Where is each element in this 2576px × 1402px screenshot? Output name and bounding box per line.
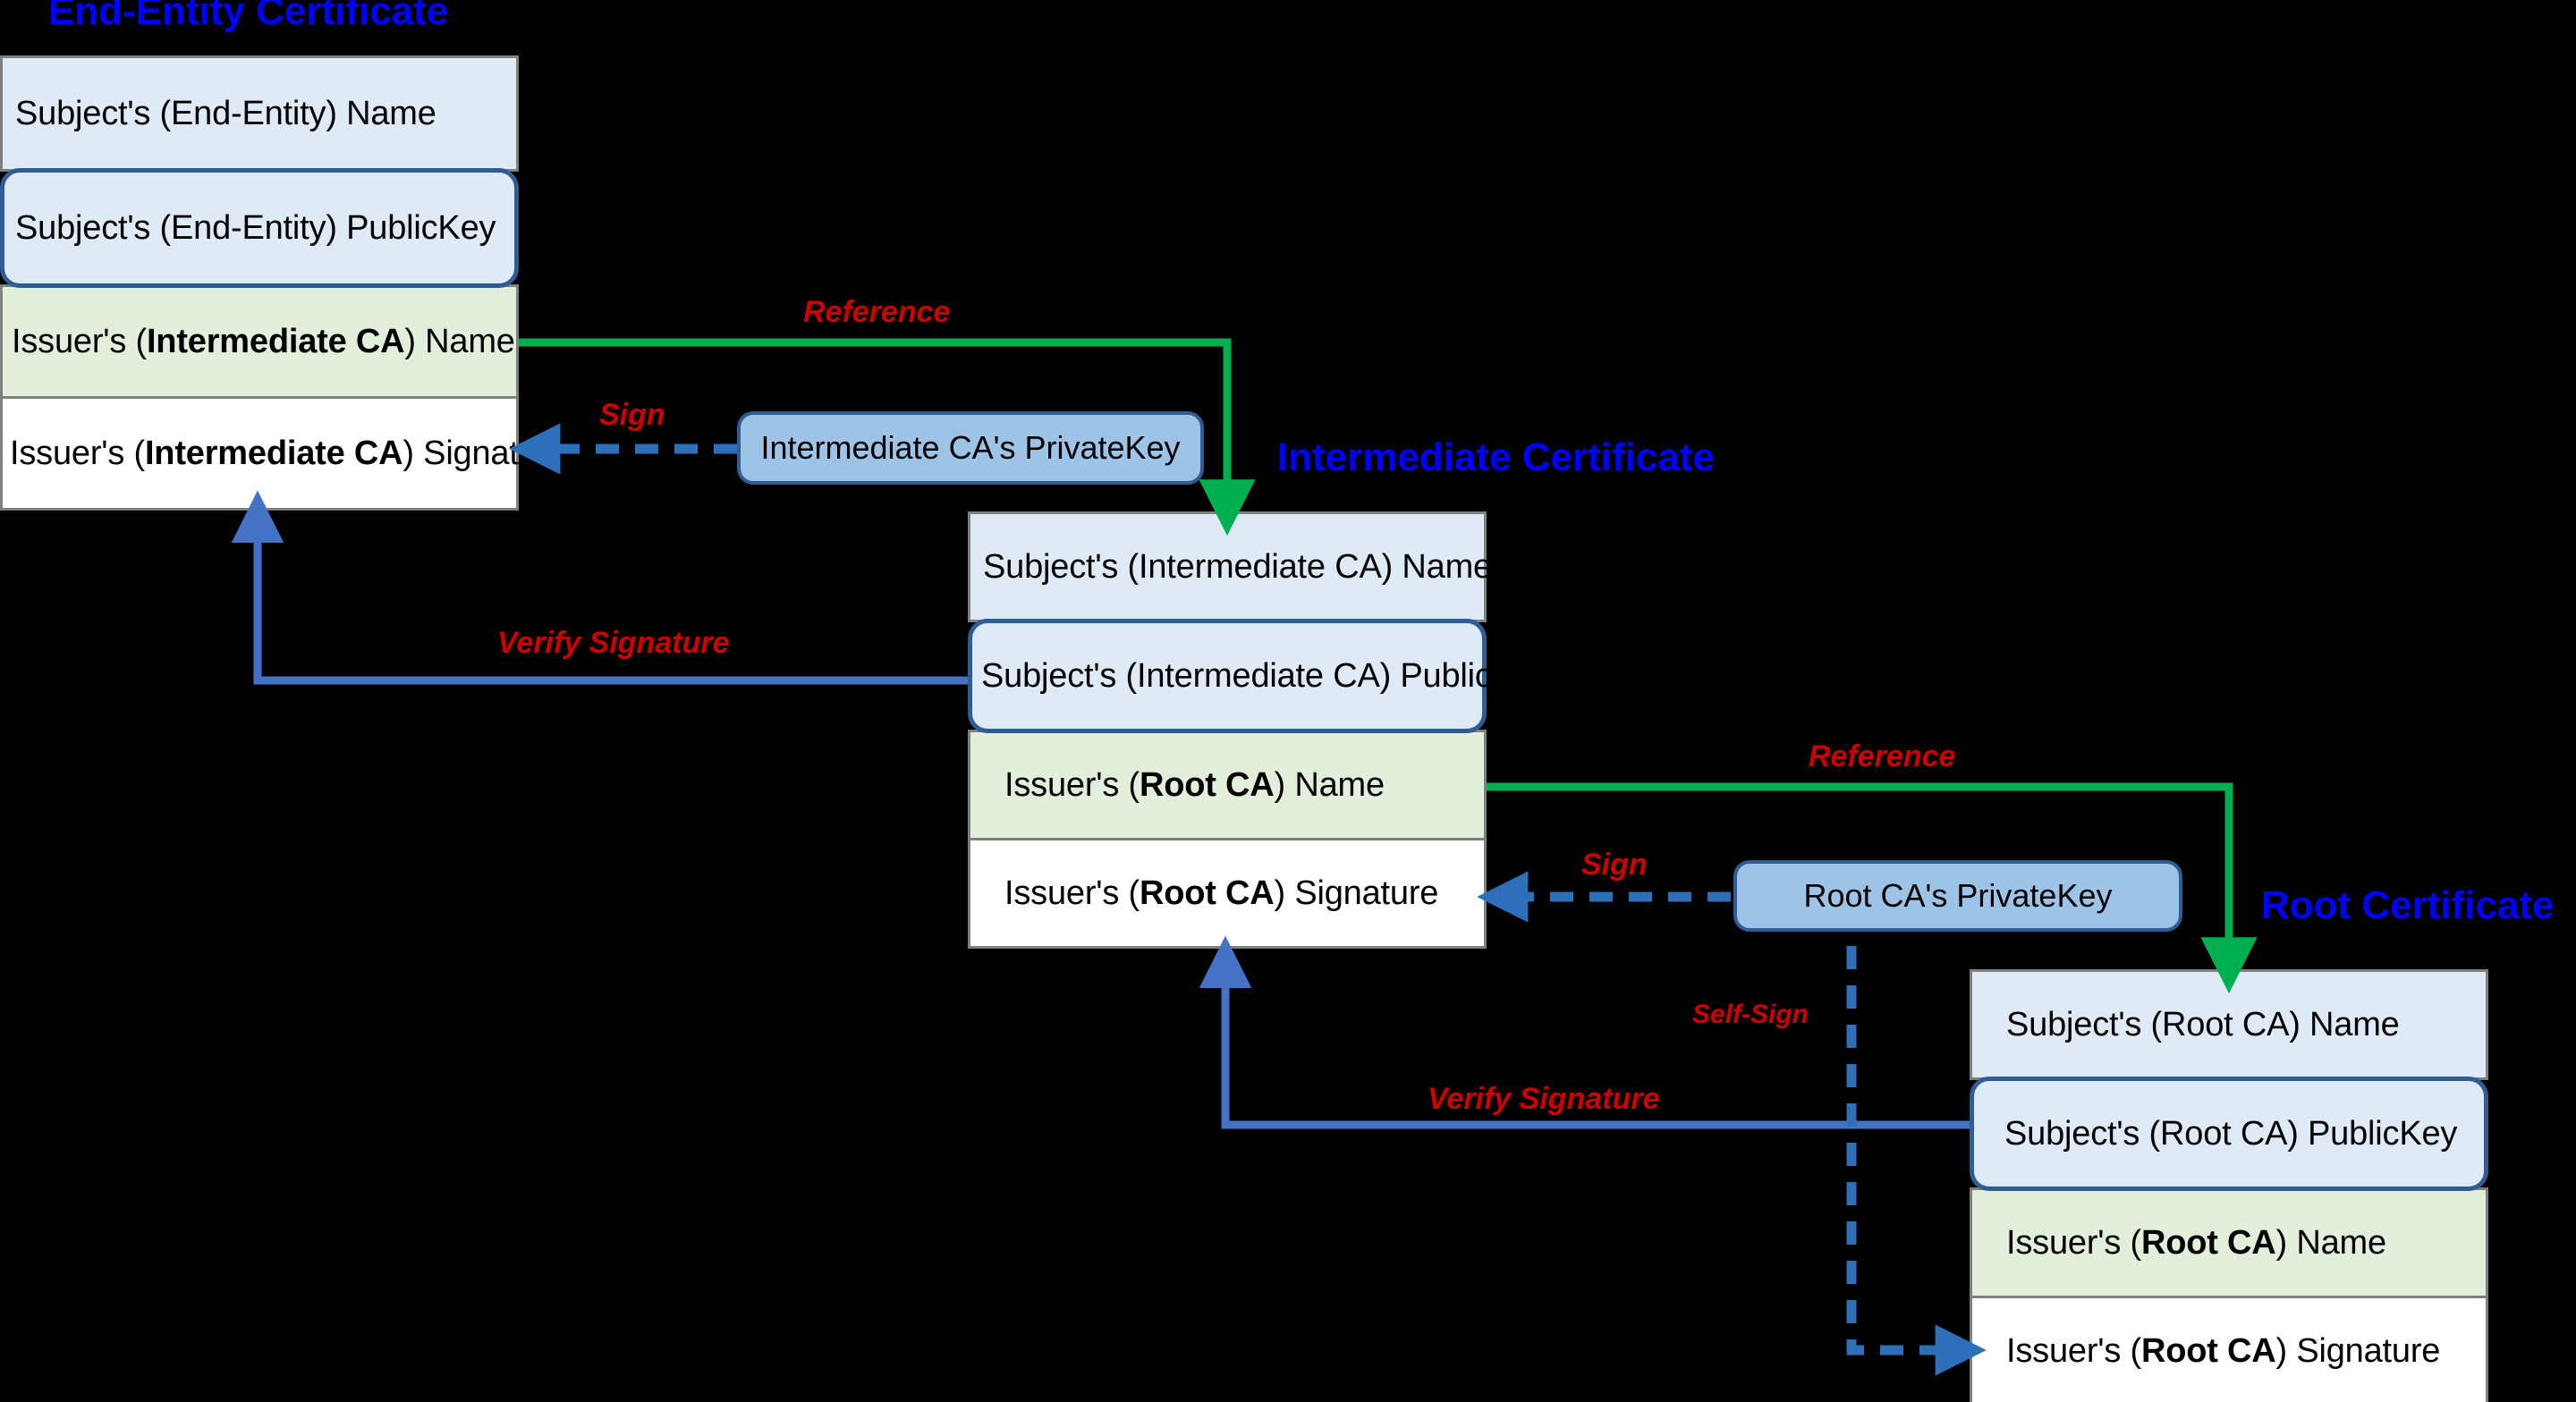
root-certificate: Subject's (Root CA) Name Subject's (Root… [1970, 969, 2488, 1402]
rc-issuer-name-suffix: ) Name [2275, 1223, 2387, 1262]
ee-issuer-name-row: Issuer's (Intermediate CA) Name [0, 284, 519, 399]
end-entity-certificate: Subject's (End-Entity) Name Subject's (E… [0, 55, 567, 519]
ic-issuer-signature-row: Issuer's (Root CA) Signature [968, 838, 1487, 949]
rc-subject-name-text: Subject's (Root CA) Name [2006, 1005, 2400, 1043]
rc-issuer-name-prefix: Issuer's ( [2006, 1223, 2141, 1262]
sign-label-bottom: Sign [1581, 848, 1648, 882]
ic-issuer-name-bold: Root CA [1139, 765, 1275, 804]
rc-issuer-signature-bold: Root CA [2140, 1331, 2276, 1370]
intermediate-certificate: Subject's (Intermediate CA) Name Subject… [968, 511, 1550, 959]
ee-issuer-signature-suffix: ) Signature [402, 434, 568, 472]
ic-subject-publickey-row: Subject's (Intermediate CA) PublicKey [968, 619, 1550, 733]
end-entity-certificate-title: End-Entity Certificate [48, 0, 449, 33]
root-ca-privatekey-box: Root CA's PrivateKey [1733, 860, 2182, 932]
intermediate-certificate-title: Intermediate Certificate [1277, 435, 1716, 479]
rc-issuer-name-row: Issuer's (Root CA) Name [1970, 1187, 2488, 1298]
ee-subject-name-text: Subject's (End-Entity) Name [15, 94, 436, 132]
intermediate-ca-privatekey-label: Intermediate CA's PrivateKey [760, 429, 1181, 466]
rc-subject-name-row: Subject's (Root CA) Name [1970, 969, 2488, 1080]
intermediate-ca-privatekey-box: Intermediate CA's PrivateKey [737, 411, 1204, 485]
self-sign-arrow [1846, 946, 1987, 1376]
ee-issuer-signature-prefix: Issuer's ( [10, 434, 145, 472]
rc-subject-publickey-row: Subject's (Root CA) PublicKey [1970, 1077, 2488, 1191]
ee-issuer-name-prefix: Issuer's ( [12, 322, 147, 360]
ic-subject-publickey-text: Subject's (Intermediate CA) PublicKey [981, 656, 1550, 695]
ee-issuer-name-bold: Intermediate CA [146, 322, 405, 360]
rc-subject-publickey-text: Subject's (Root CA) PublicKey [2004, 1114, 2458, 1153]
ic-issuer-signature-bold: Root CA [1139, 874, 1275, 912]
rc-issuer-signature-row: Issuer's (Root CA) Signature [1970, 1296, 2488, 1402]
ic-subject-name-row: Subject's (Intermediate CA) Name [968, 511, 1492, 622]
verify-signature-label-top: Verify Signature [497, 626, 730, 660]
rc-issuer-signature-suffix: ) Signature [2275, 1331, 2441, 1370]
ic-issuer-name-prefix: Issuer's ( [1004, 765, 1140, 804]
ic-issuer-name-suffix: ) Name [1274, 765, 1385, 804]
sign-label-top: Sign [599, 398, 665, 432]
ee-issuer-signature-row: Issuer's (Intermediate CA) Signature [0, 396, 567, 511]
ic-issuer-signature-prefix: Issuer's ( [1004, 874, 1140, 912]
reference-label-bottom: Reference [1809, 739, 1956, 773]
ee-subject-name-row: Subject's (End-Entity) Name [0, 55, 519, 172]
ee-issuer-signature-bold: Intermediate CA [144, 434, 403, 472]
ee-subject-publickey-text: Subject's (End-Entity) PublicKey [15, 208, 496, 247]
ic-issuer-name-row: Issuer's (Root CA) Name [968, 730, 1487, 840]
ic-subject-name-text: Subject's (Intermediate CA) Name [983, 547, 1492, 586]
root-certificate-title: Root Certificate [2261, 883, 2555, 927]
verify-signature-label-bottom: Verify Signature [1428, 1082, 1660, 1116]
ee-subject-publickey-row: Subject's (End-Entity) PublicKey [0, 168, 519, 288]
rc-issuer-signature-prefix: Issuer's ( [2006, 1331, 2141, 1370]
reference-label-top: Reference [803, 295, 951, 329]
ic-issuer-signature-suffix: ) Signature [1274, 874, 1439, 912]
rc-issuer-name-bold: Root CA [2140, 1223, 2276, 1262]
self-sign-label: Self-Sign [1692, 1000, 1809, 1029]
root-ca-privatekey-label: Root CA's PrivateKey [1803, 877, 2113, 914]
ee-issuer-name-suffix: ) Name [404, 322, 515, 360]
